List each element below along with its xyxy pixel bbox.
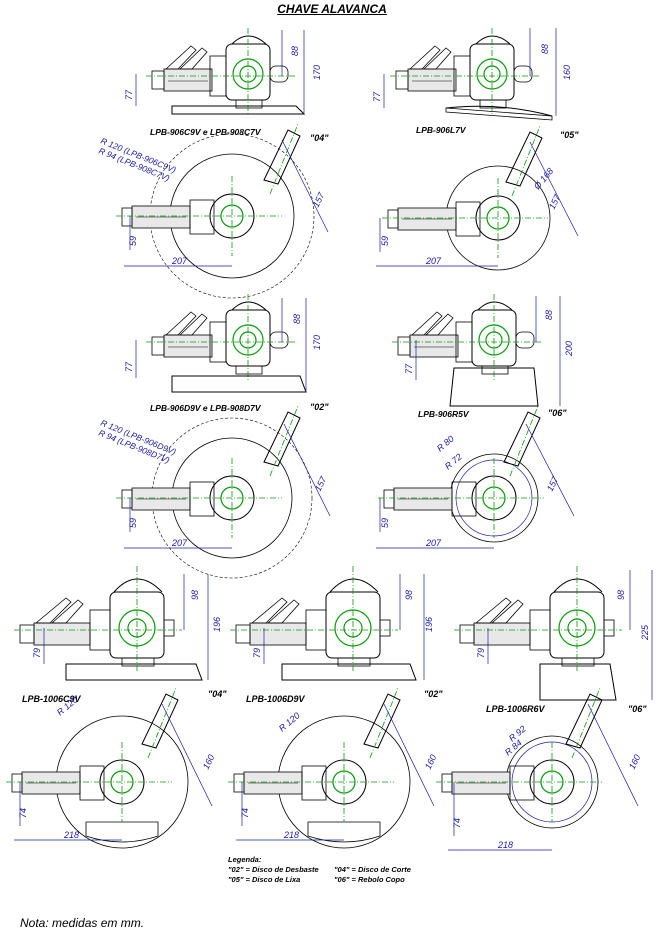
dim-height-top: 88 bbox=[290, 46, 300, 56]
model-label: LPB-906C9V e LPB-908C7V bbox=[150, 127, 262, 137]
dim-offset: 59 bbox=[128, 518, 138, 528]
dim-height-base: 77 bbox=[124, 361, 134, 372]
dim-height-total: 196 bbox=[424, 617, 434, 632]
side-view-m7: 98 225 79 "06" LPB-1006R6V bbox=[453, 565, 653, 714]
dim-height-top: 98 bbox=[404, 590, 414, 600]
dim-diameter: Ø 168 bbox=[531, 166, 555, 192]
side-view-m3: 88 170 77 "02" LPB-906D9V e LPB-908D7V bbox=[124, 293, 329, 413]
plan-view-m1: R 120 (LPB-906C9V) R 94 (LPB-908C7V) 157… bbox=[97, 123, 329, 299]
radius-label: R 120 bbox=[277, 710, 302, 733]
plan-view-m4: R 80 R 72 157 59 207 bbox=[376, 405, 575, 549]
dim-length: 207 bbox=[171, 256, 188, 266]
dim-height-total: 225 bbox=[640, 624, 650, 641]
disc-code: "02" bbox=[310, 402, 329, 412]
plan-view-m2: Ø 168 157 59 207 bbox=[376, 125, 579, 271]
dim-height-total: 196 bbox=[212, 617, 222, 632]
dim-offset: 74 bbox=[18, 808, 28, 818]
dim-lever: 157 bbox=[311, 190, 327, 209]
dim-lever: 160 bbox=[627, 753, 643, 771]
radius-label-b: R 84 bbox=[503, 738, 524, 758]
measurement-note: Nota: medidas em mm. bbox=[20, 916, 145, 930]
dim-lever: 157 bbox=[545, 474, 561, 493]
dim-offset: 59 bbox=[380, 518, 390, 528]
legend-item: "06" = Rebolo Copo bbox=[334, 875, 405, 884]
disc-code: "06" bbox=[628, 704, 647, 714]
model-label: LPB-906L7V bbox=[416, 125, 467, 135]
dim-height-base: 77 bbox=[404, 363, 414, 374]
legend-item: "04" = Disco de Corte bbox=[334, 865, 411, 874]
side-view-m6: 98 196 79 "02" LPB-1006D9V bbox=[229, 565, 443, 704]
dim-height-base: 77 bbox=[372, 91, 382, 102]
model-label: LPB-1006D9V bbox=[246, 694, 306, 704]
disc-code: "04" bbox=[310, 133, 329, 143]
dim-length: 207 bbox=[425, 538, 442, 548]
side-view-m5: 98 196 79 "04" LPB-1006C9V bbox=[13, 565, 227, 704]
model-label: LPB-906D9V e LPB-908D7V bbox=[150, 403, 262, 413]
dim-offset: 59 bbox=[128, 236, 138, 246]
dim-lever: 160 bbox=[423, 753, 439, 771]
model-label: LPB-906R5V bbox=[418, 409, 470, 419]
side-view-m1: 88 170 77 "04" LPB-906C9V e LPB-908C7V bbox=[124, 27, 329, 143]
side-view-m2: 88 160 77 "05" LPB-906L7V bbox=[372, 27, 579, 140]
dim-height-total: 170 bbox=[312, 65, 322, 80]
plan-view-m3: R 120 (LPB-906D9V) R 94 (LPB-908D7V) 157… bbox=[97, 405, 331, 579]
dim-offset: 74 bbox=[452, 818, 462, 828]
dim-length: 207 bbox=[425, 256, 442, 266]
dim-height-base: 79 bbox=[476, 648, 486, 658]
disc-code: "02" bbox=[424, 689, 443, 699]
dim-height-total: 200 bbox=[564, 341, 574, 357]
dim-offset: 59 bbox=[380, 236, 390, 246]
model-label: LPB-1006C9V bbox=[22, 694, 82, 704]
dim-height-total: 170 bbox=[312, 335, 322, 350]
side-view-m4: 88 200 77 "06" LPB-906R5V bbox=[391, 293, 574, 419]
dim-offset: 74 bbox=[240, 808, 250, 818]
dim-height-base: 79 bbox=[252, 648, 262, 658]
dim-height-top: 88 bbox=[544, 310, 554, 320]
legend-item: "05" = Disco de Lixa bbox=[228, 875, 300, 884]
dim-lever: 157 bbox=[313, 474, 329, 493]
dim-length: 218 bbox=[283, 830, 299, 840]
dim-height-total: 160 bbox=[562, 65, 572, 80]
dim-height-base: 77 bbox=[124, 89, 134, 100]
dim-lever: 160 bbox=[201, 753, 217, 771]
radius-label-b: R 72 bbox=[443, 452, 464, 472]
dim-length: 218 bbox=[497, 840, 513, 850]
disc-code: "04" bbox=[208, 689, 227, 699]
dim-height-top: 98 bbox=[190, 590, 200, 600]
dim-height-top: 98 bbox=[616, 590, 626, 600]
legend-heading: Legenda: bbox=[228, 855, 262, 864]
plan-view-m5: R 120 160 74 218 bbox=[5, 687, 217, 849]
dim-height-top: 88 bbox=[540, 44, 550, 54]
model-label: LPB-1006R6V bbox=[486, 704, 546, 714]
disc-code: "06" bbox=[548, 408, 567, 418]
dim-length: 218 bbox=[63, 830, 79, 840]
dim-height-top: 88 bbox=[292, 314, 302, 324]
legend: Legenda: "02" = Disco de Desbaste "05" =… bbox=[228, 855, 411, 884]
dim-length: 207 bbox=[171, 538, 188, 548]
radius-label-a: R 80 bbox=[435, 434, 456, 454]
disc-code: "05" bbox=[560, 130, 579, 140]
legend-item: "02" = Disco de Desbaste bbox=[228, 865, 319, 874]
plan-view-m6: R 120 160 74 218 bbox=[227, 687, 439, 849]
dim-height-base: 79 bbox=[32, 648, 42, 658]
page-title: CHAVE ALAVANCA bbox=[277, 2, 387, 16]
